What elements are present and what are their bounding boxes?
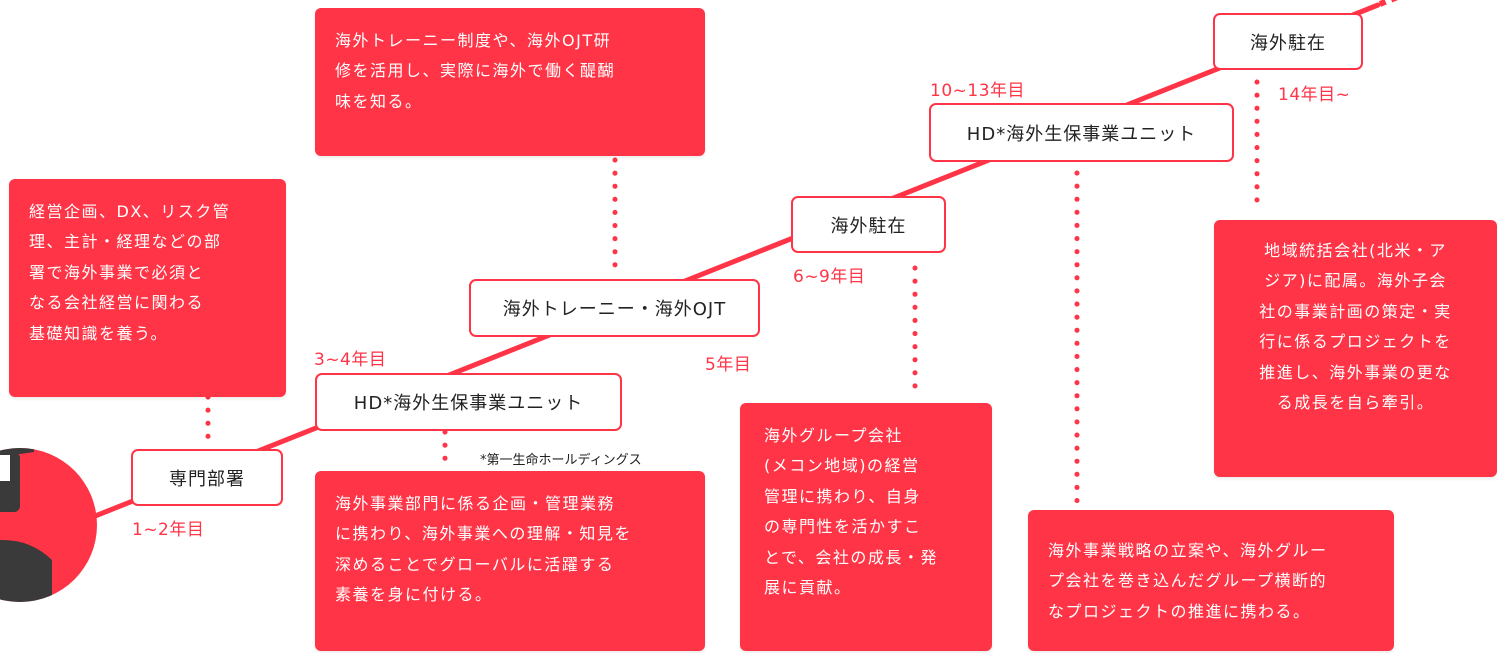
stage-5-years: 10~13年目 bbox=[930, 81, 1026, 101]
desc-line: プ会社を巻き込んだグループ横断的 bbox=[1048, 571, 1328, 591]
stage-6-years: 14年目~ bbox=[1278, 85, 1351, 105]
desc-line: なプロジェクトの推進に携わる。 bbox=[1048, 601, 1311, 621]
desc-line: 素養を身に付ける。 bbox=[335, 585, 493, 605]
stage-3-years: 5年目 bbox=[705, 355, 752, 375]
desc-line: 行に係るプロジェクトを bbox=[1259, 332, 1452, 352]
description-d5: 海外事業戦略の立案や、海外グルー プ会社を巻き込んだグループ横断的 なプロジェク… bbox=[1028, 510, 1394, 651]
stage-1-box: 専門部署 bbox=[131, 449, 283, 506]
avatar bbox=[0, 448, 97, 602]
stage-5-box: HD*海外生保事業ユニット bbox=[929, 103, 1234, 162]
stage-3-box: 海外トレーニー・海外OJT bbox=[469, 279, 760, 337]
stage-4-box: 海外駐在 bbox=[791, 196, 946, 253]
description-d3: 海外トレーニー制度や、海外OJT研 修を活用し、実際に海外で働く醍醐 味を知る。 bbox=[315, 8, 705, 156]
stage-label: 海外トレーニー・海外OJT bbox=[502, 299, 727, 320]
desc-line: 海外事業部門に係る企画・管理業務 bbox=[335, 494, 616, 513]
desc-line: 管理に携わり、自身 bbox=[764, 486, 921, 506]
stage-label: HD*海外生保事業ユニット bbox=[966, 123, 1197, 145]
desc-line: の専門性を活かすこ bbox=[764, 517, 922, 537]
stage-2-box: HD*海外生保事業ユニット bbox=[315, 373, 622, 431]
stage-label: 専門部署 bbox=[169, 468, 245, 490]
desc-line: 理、主計・経理などの部 bbox=[29, 232, 222, 252]
description-d4: 海外グループ会社 (メコン地域)の経営 管理に携わり、自身 の専門性を活かすこ … bbox=[740, 403, 992, 651]
desc-line: 展に貢献。 bbox=[764, 577, 852, 597]
desc-line: 地域統括会社(北米・ア bbox=[1264, 241, 1447, 260]
desc-line: 味を知る。 bbox=[335, 91, 423, 111]
description-d2: 海外事業部門に係る企画・管理業務 に携わり、海外事業への理解・知見を 深めること… bbox=[315, 471, 705, 651]
desc-line: 修を活用し、実際に海外で働く醍醐 bbox=[335, 61, 616, 81]
stage-1-years: 1~2年目 bbox=[132, 520, 205, 540]
desc-line: なる会社経営に関わる bbox=[29, 293, 205, 313]
desc-line: 社の事業計画の策定・実 bbox=[1259, 301, 1452, 321]
desc-line: に携わり、海外事業への理解・知見を bbox=[335, 524, 632, 544]
description-d1: 経営企画、DX、リスク管 理、主計・経理などの部 署で海外事業で必須と なる会社… bbox=[9, 179, 286, 397]
footnote: *第一生命ホールディングス bbox=[480, 453, 642, 468]
desc-line: 海外グループ会社 bbox=[764, 426, 904, 445]
timeline-continuation bbox=[1378, 0, 1399, 7]
desc-line: 海外事業戦略の立案や、海外グルー bbox=[1048, 541, 1328, 560]
stage-4-years: 6~9年目 bbox=[793, 267, 866, 287]
desc-line: 深めることでグローバルに活躍する bbox=[335, 554, 615, 574]
desc-line: とで、会社の成長・発 bbox=[764, 547, 938, 567]
stage-2-years: 3~4年目 bbox=[314, 350, 387, 370]
stage-label: 海外駐在 bbox=[1250, 32, 1326, 54]
stage-label: HD*海外生保事業ユニット bbox=[353, 393, 584, 414]
desc-line: る成長を自ら牽引。 bbox=[1276, 392, 1435, 412]
stage-6-box: 海外駐在 bbox=[1213, 13, 1363, 70]
desc-line: (メコン地域)の経営 bbox=[764, 456, 920, 476]
desc-line: 署で海外事業で必須と bbox=[29, 262, 205, 282]
desc-line: 海外トレーニー制度や、海外OJT研 bbox=[335, 31, 612, 50]
description-d6: 地域統括会社(北米・ア ジア)に配属。海外子会 社の事業計画の策定・実 行に係る… bbox=[1214, 220, 1497, 477]
stage-label: 海外駐在 bbox=[830, 215, 907, 237]
desc-line: 基礎知識を養う。 bbox=[29, 323, 169, 343]
timeline-path bbox=[57, 2, 1381, 533]
desc-line: ジア)に配属。海外子会 bbox=[1264, 271, 1447, 291]
desc-line: 推進し、海外事業の更な bbox=[1259, 362, 1452, 382]
desc-line: 経営企画、DX、リスク管 bbox=[29, 202, 231, 221]
